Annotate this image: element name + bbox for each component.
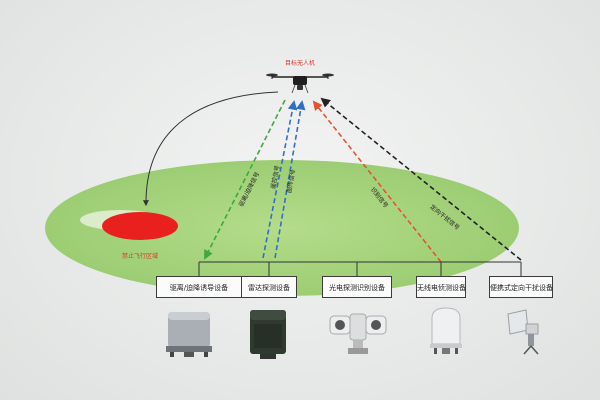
device-box-optical: 光电探测识别设备 — [322, 276, 392, 298]
signal-line-detect — [312, 100, 442, 263]
drone-label: 目标无人机 — [284, 60, 315, 67]
directional-antenna-icon — [507, 309, 539, 355]
device-box-radar: 雷达探测设备 — [241, 276, 297, 298]
signal-line-drive — [204, 99, 286, 260]
device-box-jammer: 便携式定向干扰设备 — [489, 276, 553, 298]
signal-line-remote — [262, 100, 298, 259]
device-box-drive-away: 驱离/迫降诱导设备 — [156, 276, 242, 298]
white-radome-icon — [430, 307, 462, 354]
signal-line-video — [274, 100, 306, 259]
drive-away-arrow — [142, 91, 279, 207]
connector-bus — [198, 261, 522, 276]
radome-cylinder-icon — [166, 312, 212, 357]
no-fly-area — [102, 212, 178, 240]
radar-block-icon — [250, 310, 286, 359]
signal-line-jam — [320, 97, 522, 261]
pan-tilt-camera-icon — [329, 313, 387, 354]
drone-icon — [266, 73, 334, 94]
no-fly-zone-label: 禁止飞行区域 — [121, 253, 158, 260]
device-box-radio: 无线电侦测设备 — [416, 276, 466, 298]
